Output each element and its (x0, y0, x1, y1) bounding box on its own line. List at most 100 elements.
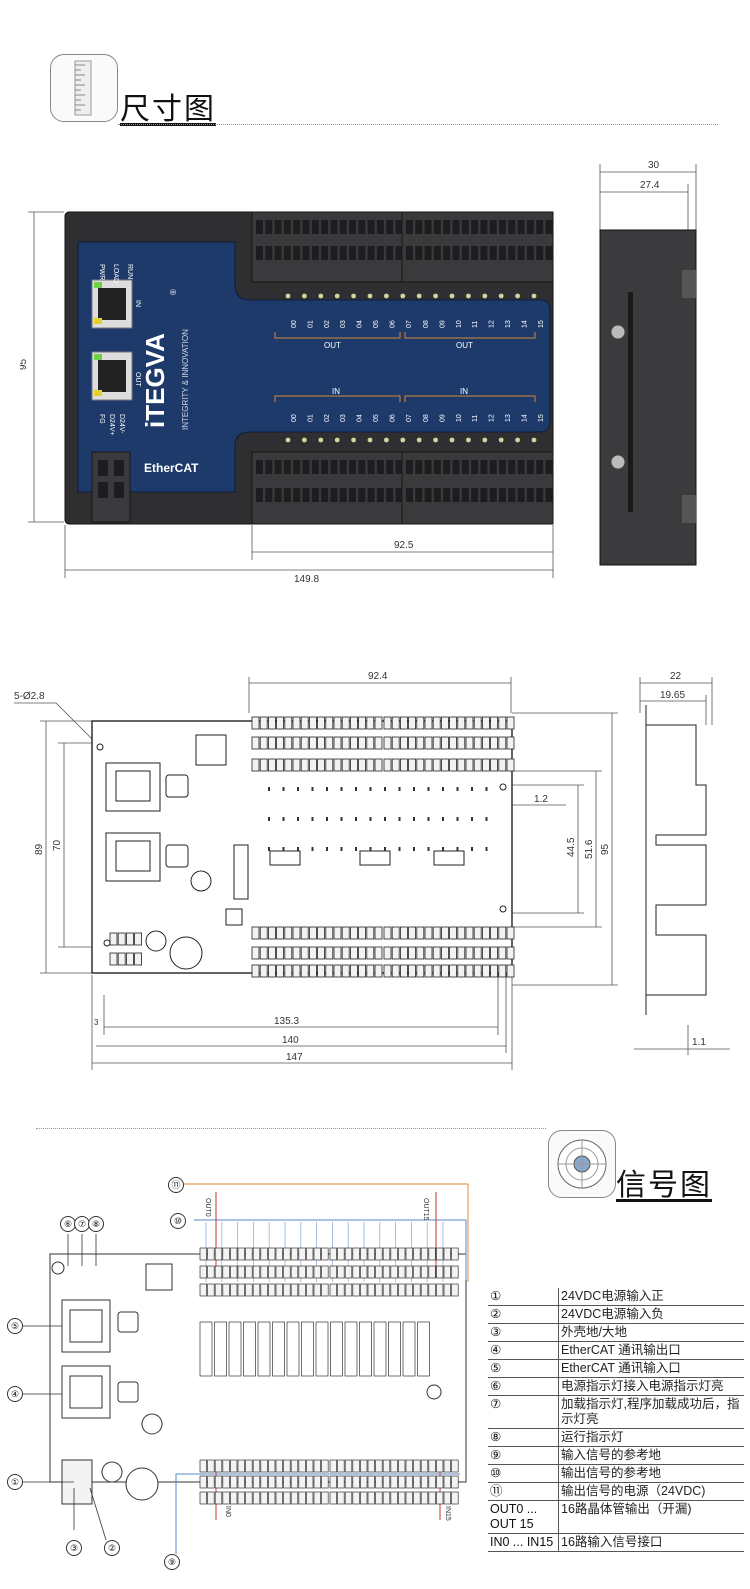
signal-terminal (214, 1459, 223, 1473)
channel-label: 01 (307, 320, 314, 328)
pcb-terminal (341, 758, 350, 772)
signal-terminal (306, 1491, 314, 1505)
terminal-slot (302, 460, 310, 474)
brand-logo: iTEGVA (140, 333, 170, 428)
terminal-slot (283, 220, 291, 234)
pcb-terminal (465, 926, 474, 940)
channel-led (351, 437, 356, 443)
pcb-terminal (333, 736, 342, 750)
pcb-terminal (349, 758, 358, 772)
terminal-slot (536, 460, 544, 474)
pcb-terminal (251, 736, 260, 750)
terminal-slot (274, 460, 282, 474)
pcb-terminal (349, 964, 358, 978)
channel-label: 00 (291, 320, 298, 328)
signal-terminal (443, 1283, 451, 1297)
signal-terminal (405, 1459, 413, 1473)
signal-terminal (329, 1491, 337, 1505)
signal-relay (344, 1321, 358, 1377)
pcb-component (369, 847, 372, 851)
callout-11: ⑪ (168, 1177, 184, 1193)
pcb-terminal (267, 736, 276, 750)
pcb-component (297, 817, 299, 821)
signal-terminal (375, 1265, 383, 1279)
signal-terminal (367, 1283, 375, 1297)
terminal-slot (349, 246, 356, 260)
callout-9: ⑨ (164, 1554, 180, 1570)
legend-key: ③ (488, 1323, 559, 1342)
pcb-terminal (465, 736, 474, 750)
channel-label: 15 (538, 320, 545, 328)
terminal-slot (311, 246, 319, 260)
pcb-terminal (490, 964, 499, 978)
terminal-slot (517, 460, 525, 474)
legend-key: ④ (488, 1341, 559, 1360)
pcb-terminal (473, 758, 482, 772)
pcb-terminal (391, 946, 400, 960)
terminal-slot (302, 246, 310, 260)
channel-led (531, 437, 537, 443)
terminal-slot (293, 246, 301, 260)
callout-8: ⑧ (88, 1216, 104, 1232)
signal-terminal (367, 1265, 375, 1279)
terminal-slot (517, 246, 525, 260)
pcb-terminal (481, 758, 490, 772)
terminal-slot (499, 246, 506, 260)
terminal-slot (406, 246, 413, 260)
legend-key: ⑧ (488, 1428, 559, 1447)
signal-terminal (199, 1283, 207, 1297)
signal-terminal (321, 1491, 329, 1505)
pcb-component (485, 847, 488, 851)
signal-terminal (298, 1475, 306, 1489)
pcb-terminal (506, 758, 515, 772)
terminal-slot (376, 488, 384, 502)
wire-label-out0: OUT0 (204, 1198, 211, 1217)
legend-key: ⑦ (488, 1395, 559, 1429)
signal-terminal (451, 1491, 459, 1505)
divider-signal (36, 1128, 546, 1129)
dim-51-6: 51.6 (584, 839, 595, 859)
legend-value: EtherCAT 通讯输入口 (558, 1359, 744, 1378)
terminal-slot (433, 460, 441, 474)
wire-label-in15: IN15 (444, 1506, 451, 1521)
channel-label: 08 (423, 414, 430, 422)
signal-terminal (237, 1459, 245, 1473)
signal-terminal (199, 1247, 207, 1261)
terminal-slot (415, 460, 423, 474)
signal-terminal (290, 1283, 299, 1297)
pcb-terminal (457, 716, 466, 730)
pcb-terminal (506, 964, 515, 978)
signal-terminal (451, 1475, 459, 1489)
signal-terminal (298, 1459, 306, 1473)
terminal-slot (349, 220, 356, 234)
pcb-terminal (308, 946, 317, 960)
terminal-slot (321, 488, 329, 502)
channel-label: 09 (439, 414, 446, 422)
pcb-terminal (498, 964, 507, 978)
terminal-slot (499, 460, 506, 474)
signal-terminal (313, 1459, 321, 1473)
terminal-slot (293, 488, 301, 502)
pcb-terminal (317, 758, 326, 772)
channel-led (416, 293, 422, 299)
signal-terminal (352, 1475, 360, 1489)
signal-terminal (413, 1247, 421, 1261)
pcb-component (398, 847, 401, 851)
pcb-terminal (481, 946, 490, 960)
pcb-terminal (498, 946, 507, 960)
signal-terminal (443, 1491, 451, 1505)
terminal-slot (424, 460, 432, 474)
pcb-component (442, 817, 444, 821)
terminal-slot (339, 488, 347, 502)
signal-terminal (436, 1265, 444, 1279)
terminal-slot (339, 460, 347, 474)
pcb-terminal (391, 964, 400, 978)
section-title-signal: 信号图 (616, 1169, 712, 1202)
signal-terminal (260, 1247, 268, 1261)
pcb-terminal (374, 736, 383, 750)
signal-terminal (352, 1265, 360, 1279)
pcb-terminal (449, 946, 458, 960)
signal-terminal (245, 1283, 253, 1297)
